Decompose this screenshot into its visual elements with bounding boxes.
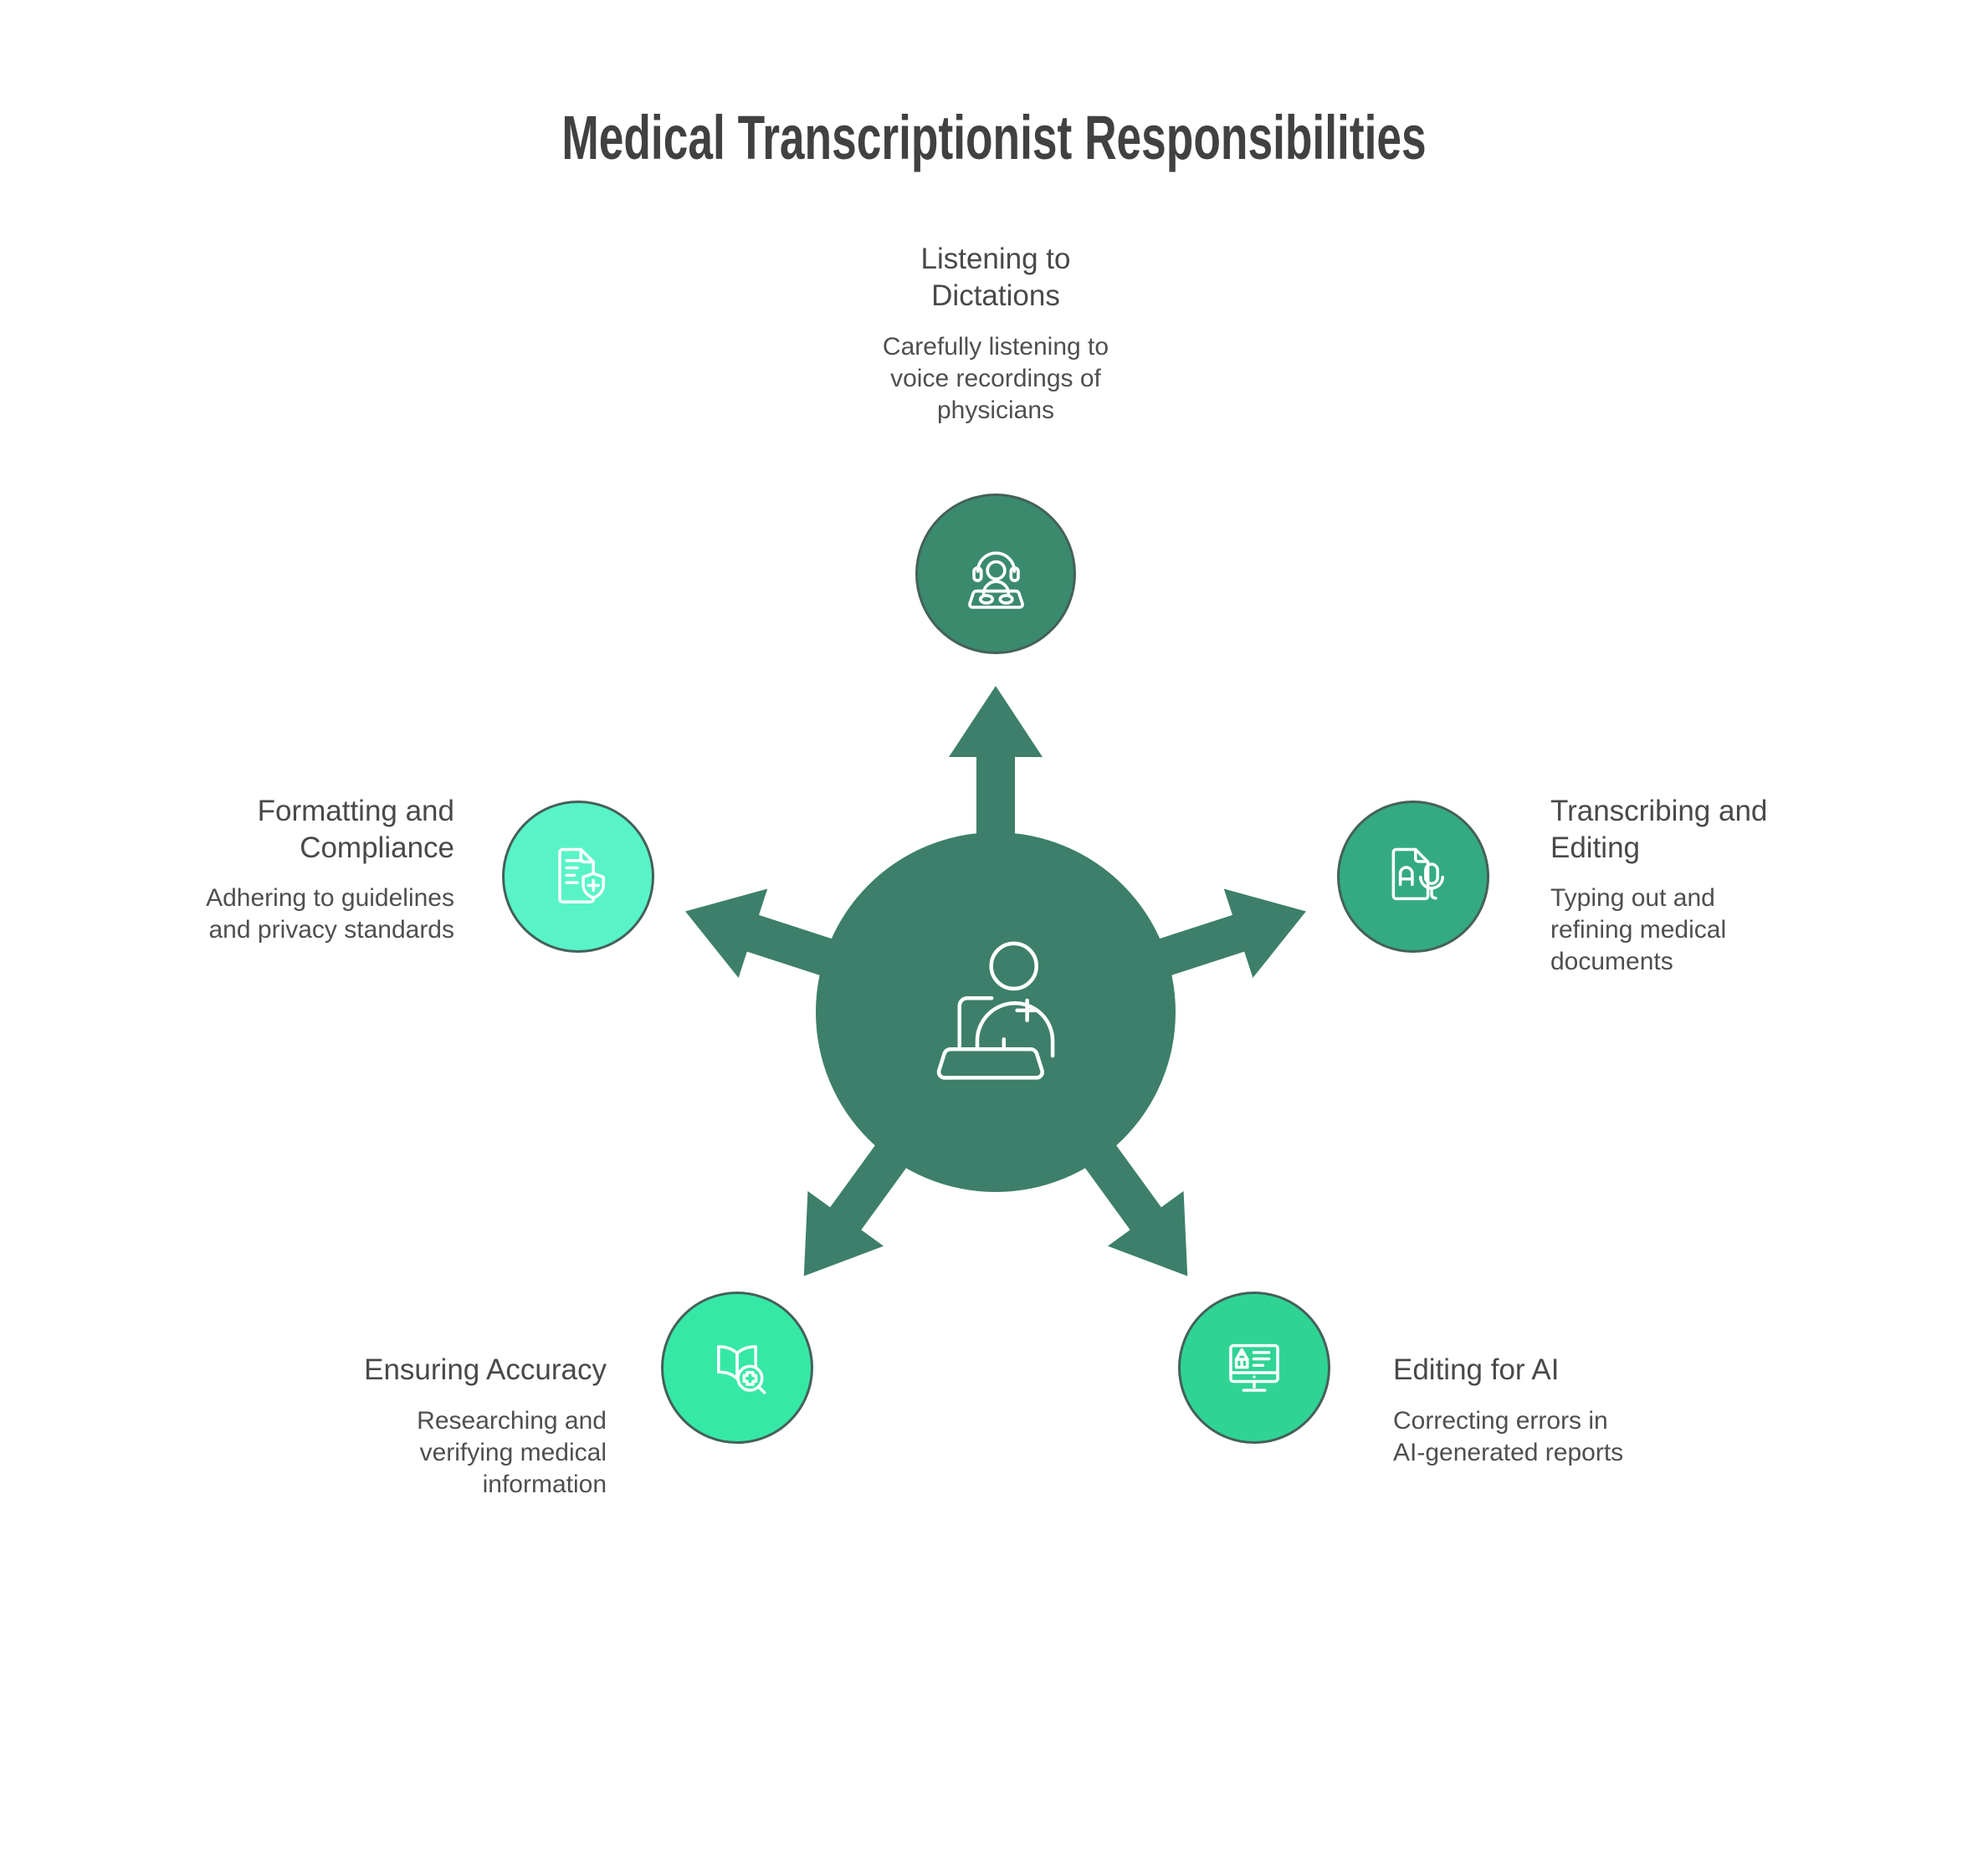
node-description-accuracy: Researching and verifying medical inform… — [417, 1407, 607, 1498]
node-description-transcribing: Typing out and refining medical document… — [1550, 884, 1727, 975]
arrow-up — [949, 686, 1043, 945]
node-heading-editing-ai: Editing for AI — [1393, 1353, 1560, 1386]
page-title: Medical Transcriptionist Responsibilitie… — [561, 103, 1427, 172]
document-microphone-icon — [1391, 847, 1444, 901]
node-heading-accuracy: Ensuring Accuracy — [364, 1353, 607, 1386]
hub-arrows-graphic — [685, 686, 1306, 1276]
node-circle-formatting — [502, 801, 654, 953]
headset-operator-icon — [967, 550, 1024, 609]
book-magnifier-icon — [717, 1345, 766, 1394]
node-circle-editing-ai — [1178, 1292, 1330, 1444]
transcriptionist-at-laptop-icon — [936, 941, 1055, 1080]
monitor-pencil-icon — [1229, 1343, 1279, 1392]
node-description-formatting: Adhering to guidelines and privacy stand… — [206, 884, 454, 944]
node-heading-formatting: Formatting and Compliance — [257, 795, 454, 864]
node-circle-accuracy — [661, 1292, 813, 1444]
hub-circle — [816, 832, 1176, 1192]
node-description-editing-ai: Correcting errors in AI-generated report… — [1393, 1407, 1624, 1466]
node-heading-listening: Listening to Dictations — [920, 243, 1071, 312]
node-heading-transcribing: Transcribing and Editing — [1550, 795, 1768, 864]
node-circle-transcribing — [1337, 801, 1489, 953]
node-description-listening: Carefully listening to voice recordings … — [882, 333, 1109, 424]
node-circle-listening — [915, 494, 1076, 654]
document-shield-icon — [558, 847, 606, 904]
